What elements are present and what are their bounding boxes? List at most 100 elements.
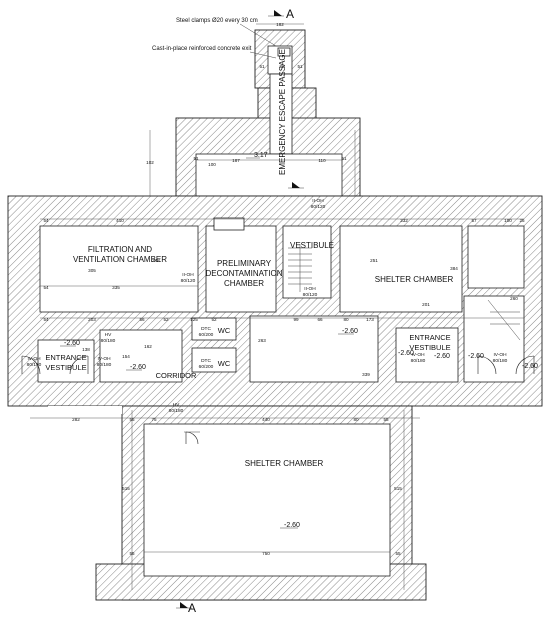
svg-text:515: 515 <box>122 486 130 491</box>
svg-text:80/180: 80/180 <box>97 362 112 368</box>
decon-label-3: CHAMBER <box>224 279 264 288</box>
corridor-label: CORRIDOR <box>156 371 197 380</box>
svg-text:80/120: 80/120 <box>311 204 326 210</box>
door-tags: IV-OH 80/180 IV-OH 80/180 II-OH 80/120 I… <box>27 198 508 414</box>
svg-text:260: 260 <box>510 296 518 301</box>
svg-text:51: 51 <box>259 64 265 69</box>
door-swings <box>21 355 535 445</box>
svg-text:201: 201 <box>422 302 430 307</box>
svg-text:II-OH: II-OH <box>182 272 194 278</box>
svg-text:173: 173 <box>366 317 374 322</box>
dimension-lines <box>30 23 524 590</box>
svg-text:54: 54 <box>43 218 49 223</box>
svg-text:182: 182 <box>276 22 284 27</box>
dimension-labels: 182 51 80 51 187 110 100 51 51 102 410 3… <box>43 22 525 556</box>
svg-text:187: 187 <box>232 158 240 163</box>
svg-text:II-OH: II-OH <box>312 198 324 204</box>
svg-text:DTC: DTC <box>201 326 211 332</box>
svg-text:80/180: 80/180 <box>411 358 426 364</box>
svg-text:IV-OH: IV-OH <box>27 356 41 362</box>
level-entrance-right-a: -2.60 <box>398 350 414 357</box>
svg-text:282: 282 <box>72 417 80 422</box>
level-marks: 3.17 -2.60 -2.60 -2.60 -2.60 -2.60 -2.60… <box>60 152 538 529</box>
upper-rooms <box>37 217 525 383</box>
level-entrance-right-c: -2.60 <box>468 353 484 360</box>
svg-text:55: 55 <box>129 551 135 556</box>
right-entrance-label-2: VESTIBULE <box>409 343 450 352</box>
svg-text:56: 56 <box>139 317 145 322</box>
level-escape: 3.17 <box>254 152 268 159</box>
left-entrance-room <box>37 339 95 383</box>
left-entrance-label-2: VESTIBULE <box>45 363 86 372</box>
stairs <box>288 244 521 341</box>
svg-text:102: 102 <box>146 160 154 165</box>
corridor-room <box>99 329 183 383</box>
level-corridor: -2.60 <box>130 364 146 371</box>
section-mark-top: A <box>268 7 294 21</box>
svg-text:55: 55 <box>383 417 389 422</box>
svg-text:60/200: 60/200 <box>199 364 214 370</box>
svg-text:750: 750 <box>262 551 270 556</box>
svg-text:125: 125 <box>190 317 198 322</box>
escape-passage-label: EMERGENCY ESCAPE PASSAGE <box>278 49 287 175</box>
decon-label-1: PRELIMINARY <box>217 259 272 268</box>
svg-text:80/180: 80/180 <box>101 338 116 344</box>
escape-passage-interior <box>195 45 343 197</box>
svg-text:66: 66 <box>317 317 323 322</box>
right-entrance-room <box>395 327 459 383</box>
svg-text:384: 384 <box>450 266 458 271</box>
section-label-bottom: A <box>188 601 196 615</box>
wc-label-1: WC <box>218 326 231 335</box>
filtration-label-2: VENTILATION CHAMBER <box>73 255 167 264</box>
svg-text:100: 100 <box>208 162 216 167</box>
svg-text:332: 332 <box>400 218 408 223</box>
svg-text:HV: HV <box>105 332 112 338</box>
note-clamps: Steel clamps Ø20 every 30 cm <box>176 18 258 24</box>
svg-text:339: 339 <box>362 372 370 377</box>
svg-text:80/120: 80/120 <box>181 278 196 284</box>
svg-text:57: 57 <box>471 218 477 223</box>
svg-text:25: 25 <box>519 218 525 223</box>
level-shelter-lower: -2.60 <box>284 522 300 529</box>
central-hall <box>249 315 379 383</box>
svg-text:348: 348 <box>152 258 160 263</box>
level-outside-right: -2.60 <box>522 363 538 370</box>
svg-text:251: 251 <box>370 258 378 263</box>
section-mark-bottom: A <box>176 601 196 615</box>
outer-right-room <box>463 295 525 383</box>
svg-text:51: 51 <box>341 156 347 161</box>
lower-shelter-label: SHELTER CHAMBER <box>245 459 324 468</box>
decon-label-2: DECONTAMINATION <box>205 269 282 278</box>
note-exit: Cast-in-place reinforced concrete exit <box>152 46 252 52</box>
section-mark-mid <box>184 182 304 433</box>
svg-text:80/120: 80/120 <box>303 292 318 298</box>
svg-text:IV-OH: IV-OH <box>97 356 111 362</box>
svg-text:IV-OH: IV-OH <box>411 352 425 358</box>
svg-text:54: 54 <box>43 285 49 290</box>
upper-shelter-room <box>339 225 463 313</box>
wc-label-2: WC <box>218 359 231 368</box>
svg-text:II-OH: II-OH <box>304 286 316 292</box>
lower-shelter-room <box>143 423 391 577</box>
svg-text:80: 80 <box>353 417 359 422</box>
svg-text:110: 110 <box>318 158 326 163</box>
svg-text:75: 75 <box>151 417 157 422</box>
lower-shelter-interior <box>48 406 391 577</box>
svg-text:60/200: 60/200 <box>199 332 214 338</box>
filtration-room <box>39 225 199 313</box>
svg-text:DTC: DTC <box>201 358 211 364</box>
svg-text:440: 440 <box>262 417 270 422</box>
level-entrance-right-b: -2.60 <box>434 353 450 360</box>
level-shelter-upper: -2.60 <box>342 328 358 335</box>
svg-text:305: 305 <box>88 268 96 273</box>
svg-text:51: 51 <box>193 156 199 161</box>
svg-text:203: 203 <box>88 317 96 322</box>
svg-text:55: 55 <box>395 551 401 556</box>
section-label-top: A <box>286 7 294 21</box>
svg-text:335: 335 <box>112 285 120 290</box>
vestibule-room <box>282 225 332 299</box>
svg-text:80/180: 80/180 <box>493 358 508 364</box>
upper-shelter-label: SHELTER CHAMBER <box>375 275 454 284</box>
svg-text:52: 52 <box>163 317 169 322</box>
